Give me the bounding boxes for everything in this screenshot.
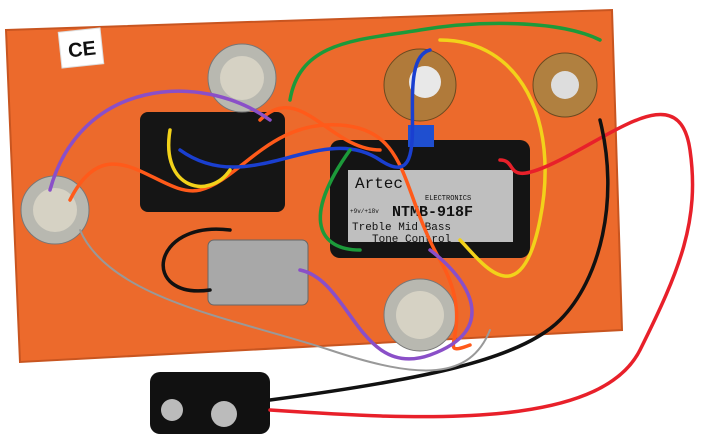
- potentiometer: [207, 43, 277, 113]
- potentiometer: [383, 278, 457, 352]
- wire-black: [268, 118, 610, 402]
- wire-blue: [178, 48, 432, 169]
- wire-green: [318, 148, 362, 252]
- wire-green: [288, 21, 602, 102]
- module-maker: ELECTRONICS: [425, 195, 471, 203]
- wire-yellow: [438, 38, 547, 278]
- wire-purple: [298, 248, 474, 361]
- wires: [48, 21, 695, 419]
- ce-sticker: CE: [57, 27, 105, 69]
- stereo-jack: [207, 239, 309, 306]
- module-voltage: +9v/+18v: [350, 208, 379, 215]
- module-line2: Tone Control: [372, 234, 451, 246]
- wire-black: [161, 227, 232, 293]
- wire-orange: [68, 123, 472, 351]
- orange-board: [4, 8, 624, 364]
- wire-red: [268, 112, 695, 419]
- battery-clip: [150, 372, 270, 434]
- ce-mark: CE: [67, 38, 97, 63]
- potentiometer: [383, 48, 457, 122]
- module-model: NTMB-918F: [392, 204, 473, 221]
- trimmer: [408, 125, 434, 147]
- wire-purple: [48, 89, 272, 192]
- wire-yellow: [166, 128, 232, 189]
- potentiometer: [20, 175, 90, 245]
- module-line1: Treble Mid Bass: [352, 222, 451, 234]
- module-brand: Artec: [355, 175, 403, 193]
- wire-silver: [79, 229, 491, 372]
- wire-orange: [258, 105, 382, 152]
- output-jack: [532, 52, 598, 118]
